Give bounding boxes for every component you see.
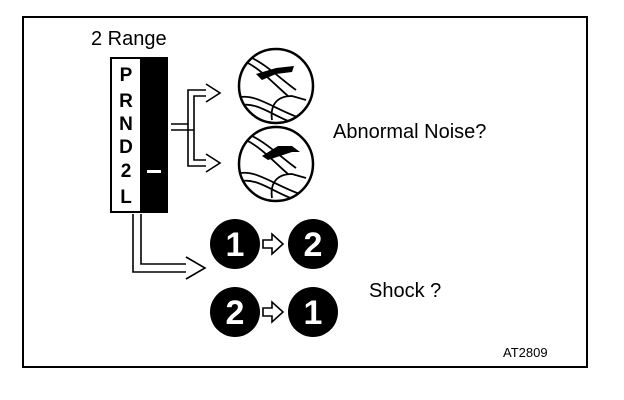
figure-code: AT2809 [503, 345, 548, 360]
arrow-right-icon [262, 232, 285, 256]
gear-letter-d: D [119, 137, 133, 158]
gear-letter-r: R [119, 91, 133, 112]
gear-number-to: 1 [304, 294, 323, 332]
shift-sequence-down: 2 1 [210, 287, 338, 337]
gear-number-from: 2 [226, 294, 245, 332]
arrow-right-icon [262, 300, 285, 324]
noise-branch-arrows [171, 83, 222, 173]
abnormal-noise-label: Abnormal Noise? [333, 121, 487, 143]
gear-letter-p: P [120, 65, 133, 86]
gear-number-to: 2 [304, 226, 323, 264]
gear-letter-2: 2 [121, 161, 132, 182]
shock-arrow [132, 214, 207, 280]
gear-selector: P R N D 2 L [110, 57, 168, 213]
gear-badge-to [288, 219, 338, 269]
shock-label: Shock ? [369, 280, 442, 302]
gear-number-from: 1 [226, 226, 245, 264]
noise-illustration-upper [237, 47, 315, 125]
gear-badge-from [210, 219, 260, 269]
gear-letter-l: L [120, 187, 132, 208]
figure-border [22, 16, 588, 368]
range-title: 2 Range [91, 28, 167, 50]
gear-badge-to [288, 287, 338, 337]
range-indicator-mark [147, 170, 161, 173]
gear-badge-from [210, 287, 260, 337]
shift-sequence-up: 1 2 [210, 219, 338, 269]
gear-letter-n: N [119, 114, 133, 135]
noise-illustration-lower [237, 125, 315, 203]
